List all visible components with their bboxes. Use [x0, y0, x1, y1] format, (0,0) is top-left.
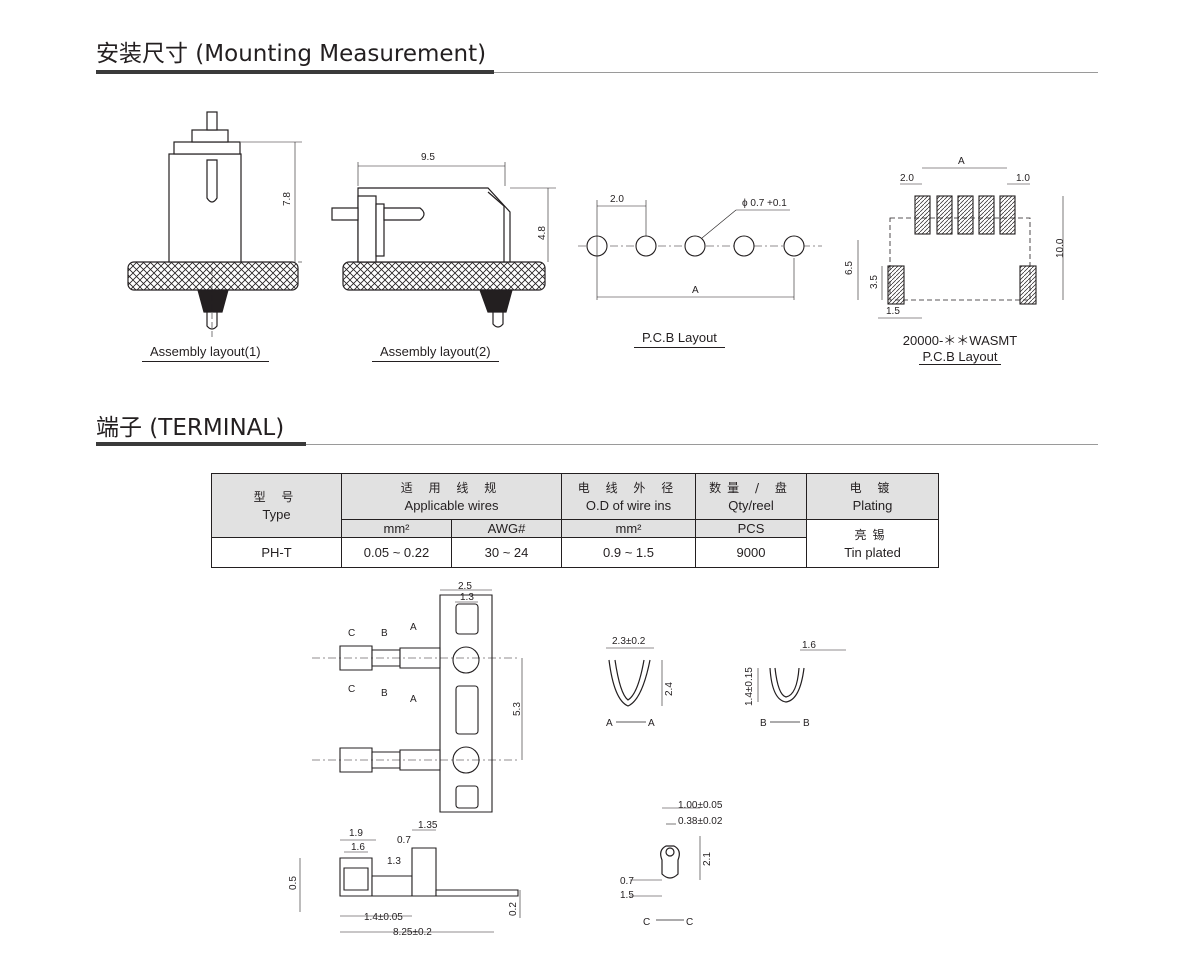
bb-label-left: B	[760, 718, 767, 729]
section-mark-c-top: C	[348, 628, 355, 639]
section-b-b-drawing	[757, 649, 846, 723]
header-plating: 电 镀 Plating	[806, 473, 940, 520]
caption-smt-line1: 20000-＊＊WASMT	[902, 333, 1018, 348]
bb-label-right: B	[803, 718, 810, 729]
section-rule	[96, 444, 1098, 445]
cc-label-right: C	[686, 917, 693, 928]
smt-dim-pitch: 2.0	[900, 173, 914, 184]
smt-dim-15: 1.5	[886, 306, 900, 317]
pcb-dim-hole: ϕ 0.7 +0.1	[742, 198, 787, 209]
cc-label-left: C	[643, 917, 650, 928]
smt-dim-65: 6.5	[844, 261, 855, 275]
dim-8-25: 8.25±0.2	[393, 927, 432, 938]
smt-dim-a: A	[958, 156, 965, 167]
cc-2-1: 2.1	[702, 852, 713, 866]
section-rule-accent	[96, 442, 306, 446]
caption-smt-line2: P.C.B Layout	[918, 349, 1002, 365]
header-wires: 适 用 线 规 Applicable wires	[340, 473, 563, 520]
dim-5-3: 5.3	[512, 702, 523, 716]
section-mark-b-top: B	[381, 628, 388, 639]
aa-label-left: A	[606, 718, 613, 729]
pcb-layout-drawing	[578, 200, 822, 300]
cc-1-00: 1.00±0.05	[678, 800, 723, 811]
cc-0-7: 0.7	[620, 876, 634, 887]
section-rule-accent	[96, 70, 494, 74]
asm2-dim-height: 4.8	[537, 226, 548, 240]
dim-1-9: 1.9	[349, 828, 363, 839]
dim-1-3-top: 1.3	[460, 592, 474, 603]
section-rule	[96, 72, 1098, 73]
dim-1-4: 1.4±0.05	[364, 912, 403, 923]
section-mark-a-bottom: A	[410, 694, 417, 705]
bb-height: 1.4±0.15	[744, 667, 755, 706]
unit-pcs: PCS	[695, 519, 808, 538]
section-a-a-drawing	[606, 647, 663, 723]
header-qty: 数量 / 盘 Qty/reel	[695, 473, 808, 520]
cell-plating: 亮锡 Tin plated	[806, 519, 940, 568]
dim-1-3-side: 1.3	[387, 856, 401, 867]
section-mark-b-bottom: B	[381, 688, 388, 699]
asm1-dim-height: 7.8	[282, 192, 293, 206]
caption-smt-pcb-layout: 20000-＊＊WASMT P.C.B Layout	[880, 330, 1040, 365]
asm2-dim-width: 9.5	[421, 152, 435, 163]
aa-height: 2.4	[664, 682, 675, 696]
section-mark-a-top: A	[410, 622, 417, 633]
cc-0-38: 0.38±0.02	[678, 816, 723, 827]
section-mark-c-bottom: C	[348, 684, 355, 695]
assembly-layout-2-drawing	[331, 162, 556, 328]
caption-pcb-layout: P.C.B Layout	[634, 330, 725, 348]
unit-od: mm²	[561, 519, 697, 538]
caption-assembly-layout-1: Assembly layout(1)	[142, 344, 269, 362]
terminal-side-drawing	[299, 829, 521, 933]
smt-dim-pad: 1.0	[1016, 173, 1030, 184]
section-title-terminal: 端子 (TERMINAL)	[96, 415, 285, 441]
smt-pcb-layout-drawing	[857, 167, 1064, 319]
unit-mm: mm²	[341, 519, 452, 538]
dim-1-35: 1.35	[418, 820, 438, 831]
dim-0-5: 0.5	[288, 876, 299, 890]
dim-2-5: 2.5	[458, 581, 472, 592]
section-title-mounting: 安装尺寸 (Mounting Measurement)	[96, 41, 487, 67]
terminal-spec-table: 型 号 Type 适 用 线 规 Applicable wires 电 线 外 …	[211, 473, 940, 568]
cc-1-5: 1.5	[620, 890, 634, 901]
dim-0-7: 0.7	[397, 835, 411, 846]
smt-dim-35: 3.5	[869, 275, 880, 289]
header-type: 型 号 Type	[211, 473, 342, 538]
cell-type: PH-T	[211, 537, 342, 568]
smt-dim-height: 10.0	[1055, 238, 1066, 258]
dim-1-6: 1.6	[351, 842, 365, 853]
caption-assembly-layout-2: Assembly layout(2)	[372, 344, 499, 362]
header-od: 电 线 外 径 O.D of wire ins	[561, 473, 697, 520]
cell-awg: 30 ~ 24	[450, 537, 563, 568]
cell-qty: 9000	[695, 537, 808, 568]
cell-od: 0.9 ~ 1.5	[561, 537, 697, 568]
aa-width: 2.3±0.2	[612, 636, 646, 647]
dim-0-2: 0.2	[508, 902, 519, 916]
pcb-dim-a: A	[692, 285, 699, 296]
pcb-dim-pitch: 2.0	[610, 194, 624, 205]
bb-width: 1.6	[802, 640, 816, 651]
aa-label-right: A	[648, 718, 655, 729]
unit-awg: AWG#	[450, 519, 563, 538]
terminal-strip-drawing	[312, 589, 523, 813]
section-c-c-drawing	[630, 807, 701, 921]
cell-mm: 0.05 ~ 0.22	[341, 537, 452, 568]
assembly-layout-1-drawing	[127, 111, 302, 340]
